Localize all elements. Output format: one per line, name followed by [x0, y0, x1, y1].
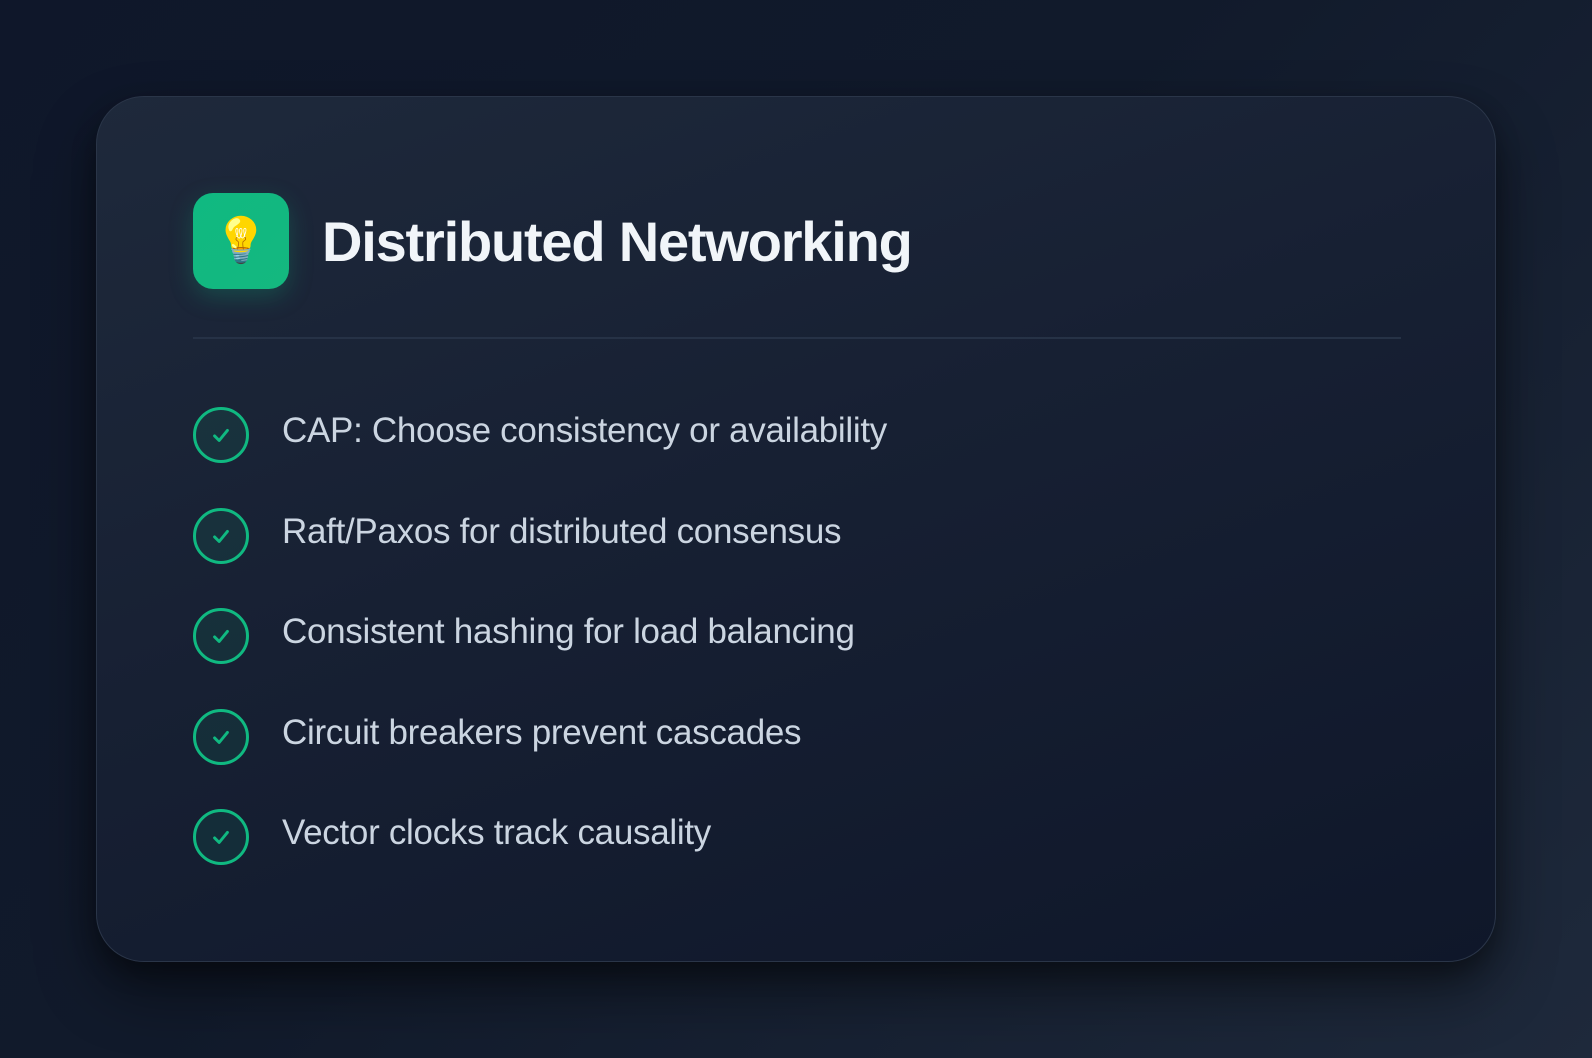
list-item: CAP: Choose consistency or availability	[193, 407, 1399, 463]
list-item: Raft/Paxos for distributed consensus	[193, 507, 1399, 564]
list-item-text: Circuit breakers prevent cascades	[282, 712, 802, 752]
icon-badge: 💡	[193, 193, 289, 289]
header-divider	[193, 337, 1401, 339]
check-circle-icon	[193, 407, 249, 463]
card-title: Distributed Networking	[322, 209, 913, 273]
list-item: Consistent hashing for load balancing	[193, 608, 1399, 664]
check-circle-icon	[193, 708, 249, 765]
list-item-text: Vector clocks track causality	[282, 813, 711, 852]
key-points-list: CAP: Choose consistency or availability …	[193, 407, 1399, 865]
card-header: 💡 Distributed Networking	[193, 193, 1399, 289]
check-circle-icon	[193, 608, 249, 664]
check-circle-icon	[193, 507, 249, 564]
list-item-text: Consistent hashing for load balancing	[282, 612, 855, 651]
list-item: Circuit breakers prevent cascades	[193, 708, 1399, 765]
lightbulb-icon: 💡	[213, 215, 269, 266]
list-item: Vector clocks track causality	[193, 809, 1399, 865]
check-circle-icon	[193, 809, 249, 865]
list-item-text: CAP: Choose consistency or availability	[282, 411, 887, 450]
list-item-text: Raft/Paxos for distributed consensus	[282, 511, 842, 551]
summary-card: 💡 Distributed Networking CAP: Choose con…	[96, 96, 1496, 962]
